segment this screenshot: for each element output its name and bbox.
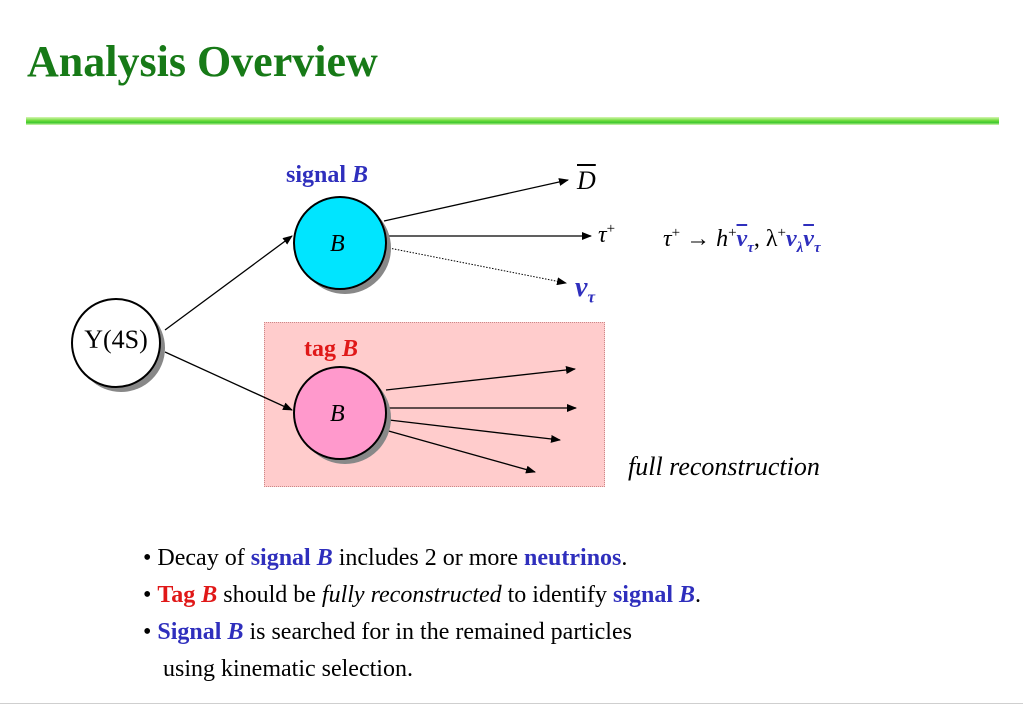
arrow-tag-b-3 xyxy=(388,419,561,443)
formula-arrow: → xyxy=(686,226,711,252)
formula-lambda: λ xyxy=(765,226,778,252)
formula-tau: τ xyxy=(663,226,672,252)
formula-h: h xyxy=(716,226,729,252)
signal-b-heading: signal B xyxy=(286,163,368,187)
formula-nu-bar: ν xyxy=(736,226,748,252)
bullet-3-signal: Signal xyxy=(157,619,222,645)
bullet-2-tag: Tag xyxy=(157,582,196,608)
tag-b-node xyxy=(293,366,387,460)
upsilon-text: Υ(4S) xyxy=(84,325,148,354)
slide-title: Analysis Overview xyxy=(27,37,378,86)
bullet-2-period: . xyxy=(695,582,702,608)
tau-symbol: τ xyxy=(598,222,607,248)
bullet-1-neutrinos: neutrinos xyxy=(524,545,622,571)
bullet-1-signal: signal xyxy=(250,545,311,571)
bullet-marker: • xyxy=(143,582,152,608)
signal-b-letter: B xyxy=(352,162,369,188)
formula-nu-lambda-sub: λ xyxy=(796,239,804,256)
arrow-tag-b-4 xyxy=(384,429,536,474)
arrow-tag-b-1 xyxy=(385,366,576,391)
nu-symbol: ν xyxy=(575,272,588,303)
bullet-3-continuation: using kinematic selection. xyxy=(163,656,413,682)
formula-comma: , xyxy=(753,226,760,252)
nu-subscript: τ xyxy=(587,287,595,307)
bullet-3-text: is searched for in the remained particle… xyxy=(249,619,632,645)
bullet-1-text: Decay of xyxy=(157,545,245,571)
arrow-signal-b-to-dbar xyxy=(383,178,569,222)
formula-nu-tau-sub: τ xyxy=(813,239,821,256)
tau-decay-formula: τ+ → h+ντ, λ+νλντ xyxy=(663,226,821,256)
bullet-marker: • xyxy=(143,545,152,571)
title-underline xyxy=(26,117,999,125)
formula-lambda-sup: + xyxy=(777,225,786,241)
tag-b-heading: tag B xyxy=(304,337,358,361)
upsilon-node xyxy=(71,298,161,388)
bullet-1-b: B xyxy=(316,545,333,571)
bullet-2-text: should be xyxy=(223,582,316,608)
tau-charge: + xyxy=(606,221,616,237)
signal-node-label: B xyxy=(330,231,345,257)
bullet-2: • Tag B should be fully reconstructed to… xyxy=(143,577,701,614)
bullet-3: • Signal B is searched for in the remain… xyxy=(143,614,701,651)
bullet-1-period: . xyxy=(621,545,628,571)
bullet-3-b: B xyxy=(227,619,244,645)
formula-tau-sup: + xyxy=(671,225,681,241)
bullet-2-signal: signal xyxy=(612,582,673,608)
arrow-upsilon-to-tag-b xyxy=(164,351,293,411)
signal-b-node xyxy=(293,196,387,290)
arrow-upsilon-to-signal-b xyxy=(164,235,293,331)
bullet-2-signal-b: B xyxy=(679,582,696,608)
upsilon-label: Υ(4S) xyxy=(76,327,156,353)
tau-label: τ+ xyxy=(598,221,616,248)
bullet-2-b: B xyxy=(201,582,218,608)
bullet-2-fully: fully reconstructed xyxy=(321,582,502,608)
formula-nu-sub: τ xyxy=(747,239,754,256)
bullet-2-text2: to identify xyxy=(507,582,607,608)
dbar-label: D xyxy=(577,166,596,195)
tag-b-letter: B xyxy=(342,336,359,362)
nu-tau-label: ντ xyxy=(575,274,595,306)
arrow-signal-b-to-neutrino xyxy=(388,247,567,286)
formula-nu-lambda: ν xyxy=(785,226,797,252)
tag-word: tag xyxy=(304,336,336,362)
full-reconstruction-label: full reconstruction xyxy=(628,452,820,481)
formula-h-sup: + xyxy=(728,225,737,241)
formula-nu-tau-bar: ν xyxy=(803,226,814,252)
bottom-divider xyxy=(0,703,1023,704)
signal-word: signal xyxy=(286,162,347,188)
tag-node-label: B xyxy=(330,401,345,427)
bullet-marker: • xyxy=(143,619,152,645)
bullet-1-text2: includes 2 or more xyxy=(338,545,519,571)
